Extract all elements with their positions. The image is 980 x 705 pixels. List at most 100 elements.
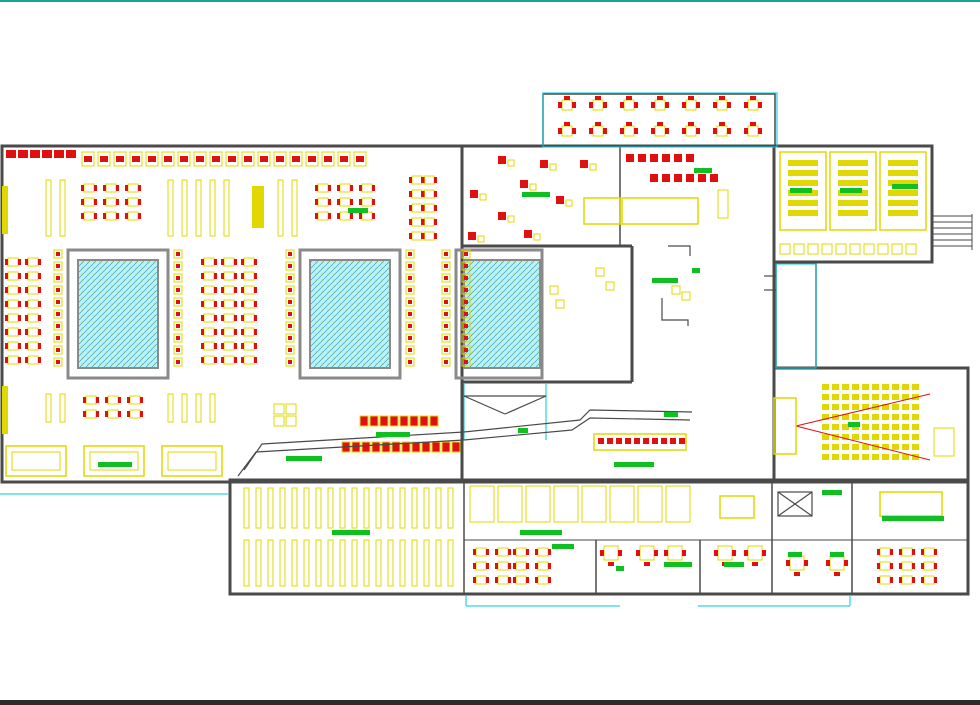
meeting-table	[789, 555, 805, 571]
counter-stool	[634, 438, 640, 444]
stack	[375, 539, 382, 587]
auditorium-seat	[882, 424, 889, 430]
bench-seat	[371, 441, 381, 453]
counter	[593, 433, 687, 451]
study-table	[27, 313, 39, 323]
carrel	[161, 151, 175, 167]
cushion	[288, 324, 292, 328]
chair	[719, 122, 725, 126]
cushion	[464, 300, 468, 304]
bookshelf	[181, 393, 188, 423]
stack	[303, 539, 310, 587]
lounge-chair	[580, 160, 588, 168]
chair	[644, 562, 650, 566]
chair	[682, 550, 686, 556]
room-label-marker	[520, 530, 562, 535]
chair	[18, 287, 21, 293]
auditorium-seat	[872, 384, 879, 390]
cafe-table	[561, 125, 573, 137]
study-table	[7, 257, 19, 267]
chair	[526, 549, 529, 555]
room-label-marker	[882, 516, 944, 521]
room-label-marker	[348, 208, 368, 213]
cushion	[288, 360, 292, 364]
bookshelf	[209, 179, 216, 237]
cushion	[56, 288, 60, 292]
chair	[96, 397, 99, 403]
study-table	[223, 327, 235, 337]
counter-stool	[607, 438, 613, 444]
cushion	[176, 312, 180, 316]
room-label-marker	[830, 552, 844, 557]
room-label-marker	[840, 188, 862, 193]
study-table	[411, 203, 423, 213]
seat	[441, 249, 451, 259]
chair	[254, 301, 257, 307]
cushion	[408, 360, 412, 364]
chair	[241, 273, 244, 279]
auditorium-seat	[902, 424, 909, 430]
study-table	[317, 197, 329, 207]
chair	[125, 185, 128, 191]
cushion	[408, 264, 412, 268]
chair	[750, 96, 756, 100]
stack	[255, 539, 262, 587]
cushion	[176, 324, 180, 328]
chair	[116, 185, 119, 191]
study-table	[243, 271, 255, 281]
chair	[6, 150, 16, 158]
chair	[665, 128, 669, 134]
chair	[486, 549, 489, 555]
chair	[138, 185, 141, 191]
auditorium-seat	[902, 434, 909, 440]
seat	[461, 357, 471, 367]
chair	[595, 96, 601, 100]
chair	[81, 185, 84, 191]
stack	[315, 487, 322, 529]
bar-stool	[686, 174, 694, 182]
cushion	[56, 360, 60, 364]
study-table	[127, 197, 139, 207]
study-table	[7, 271, 19, 281]
chair	[54, 150, 64, 158]
cushion	[288, 336, 292, 340]
chair	[899, 563, 902, 569]
stack	[267, 539, 274, 587]
study-table	[475, 561, 487, 571]
seat	[173, 249, 183, 259]
cafe-table	[685, 99, 697, 111]
auditorium-seat	[912, 414, 919, 420]
stack	[411, 487, 418, 529]
locker	[849, 243, 861, 255]
chair	[292, 156, 300, 162]
chair	[234, 329, 237, 335]
chair	[25, 329, 28, 335]
stack	[243, 487, 250, 529]
bar-stool	[662, 154, 670, 162]
study-table	[203, 299, 215, 309]
cushion	[288, 288, 292, 292]
seat	[441, 297, 451, 307]
wall-panel	[2, 386, 8, 434]
seat	[461, 285, 471, 295]
chair	[826, 560, 830, 566]
side-table	[533, 233, 541, 241]
cafe-table	[561, 99, 573, 111]
bench-seat	[429, 415, 439, 427]
study-table	[423, 175, 435, 185]
room-label-marker	[616, 566, 624, 571]
chair	[138, 199, 141, 205]
study-table	[27, 285, 39, 295]
side-table	[477, 235, 485, 243]
cafe-table	[592, 125, 604, 137]
stack	[387, 539, 394, 587]
study-table	[203, 285, 215, 295]
study-table	[411, 217, 423, 227]
chair	[572, 128, 576, 134]
bookshelf	[59, 179, 66, 237]
chair	[25, 287, 28, 293]
study-table	[105, 197, 117, 207]
desk-row	[888, 180, 918, 186]
